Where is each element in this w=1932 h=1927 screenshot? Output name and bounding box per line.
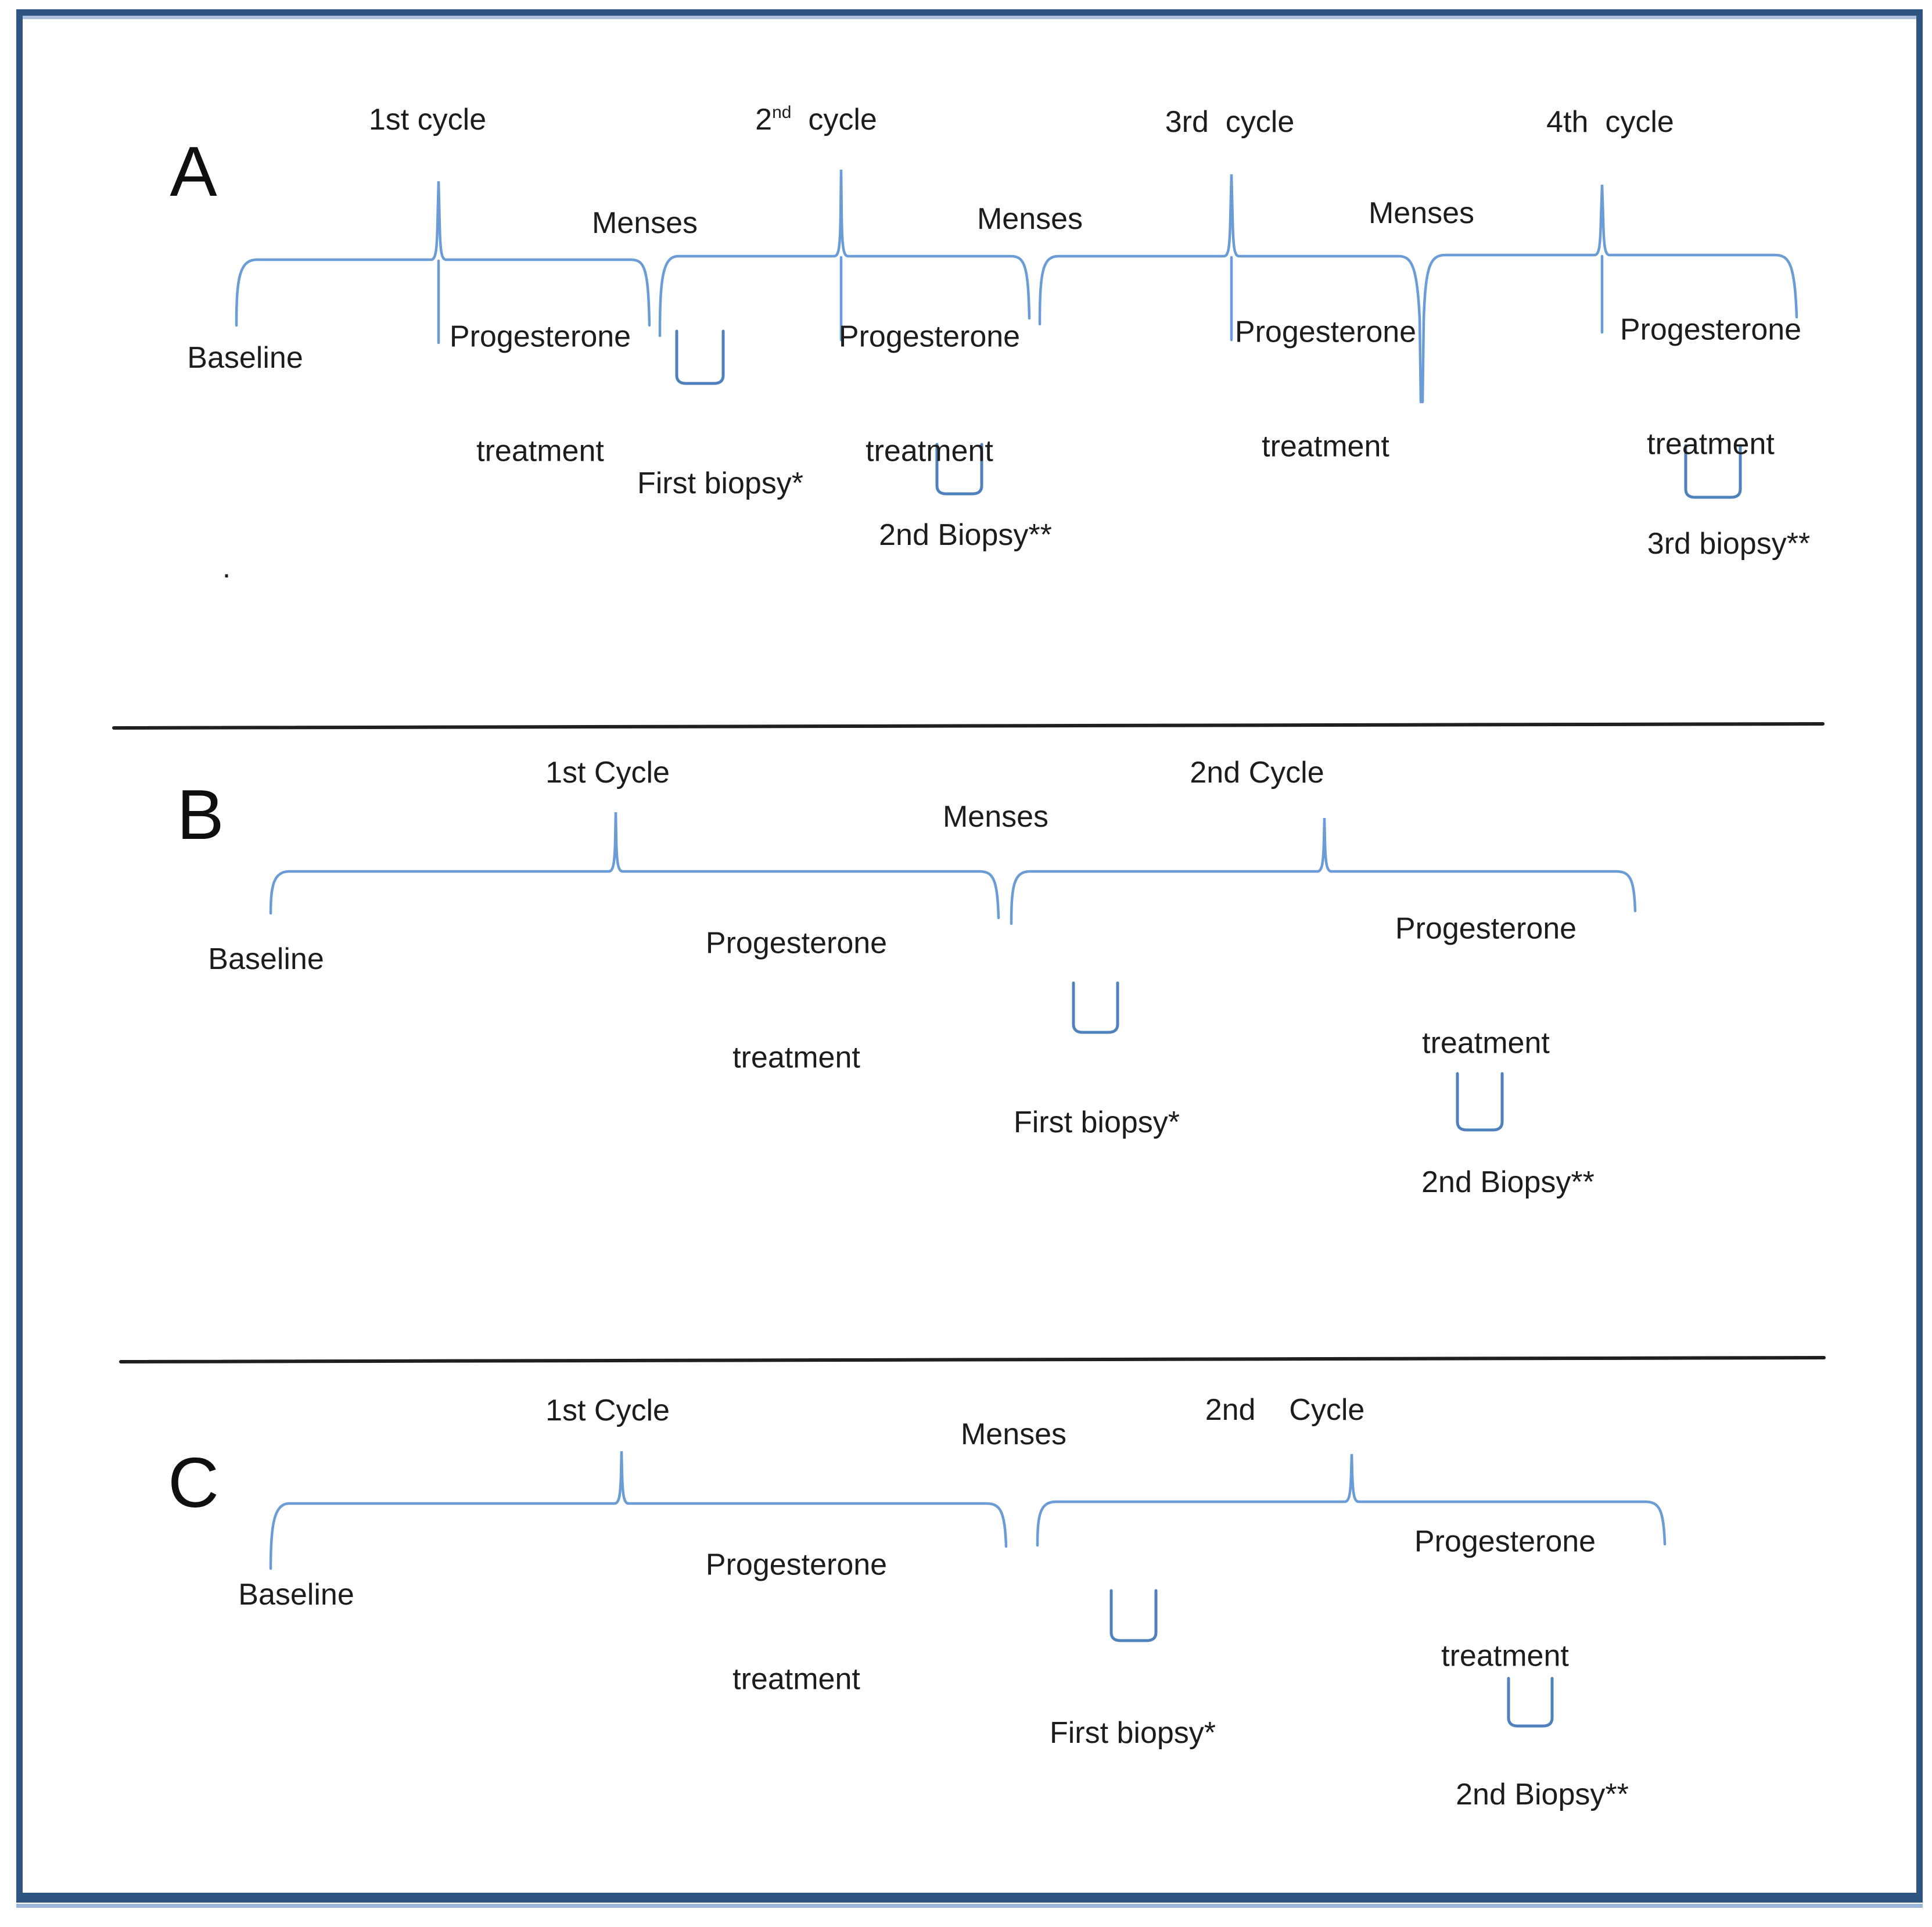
- first-biopsy-label-a: First biopsy*: [637, 467, 804, 501]
- menses-label-b: Menses: [942, 800, 1049, 834]
- treatment-line: treatment: [1441, 1639, 1569, 1673]
- third-biopsy-label-a: 3rd biopsy**: [1647, 527, 1811, 561]
- cycle4-label-a: 4th cycle: [1546, 105, 1674, 139]
- brace-cycle2-b: [1010, 817, 1637, 925]
- brace-cycle1-c: [269, 1451, 1008, 1570]
- brace-cycle4-a: [1421, 184, 1798, 404]
- cycle1-label-a: 1st cycle: [368, 103, 487, 137]
- treatment-line: treatment: [732, 1662, 860, 1696]
- progesterone-treatment-2-b: Progesterone treatment: [1395, 837, 1577, 1136]
- progesterone-line: Progesterone: [705, 1548, 888, 1582]
- cycle3-label-a: 3rd cycle: [1165, 105, 1295, 139]
- divider-a-b: [112, 722, 1825, 730]
- cycle2-label-c: 2nd Cycle: [1205, 1393, 1365, 1427]
- progesterone-treatment-2-a: Progesterone treatment: [839, 245, 1020, 544]
- treatment-line: treatment: [1647, 427, 1775, 461]
- menses2-label-a: Menses: [976, 202, 1083, 236]
- cycle2-ordinal-superscript: nd: [772, 103, 792, 123]
- first-biopsy-label-b: First biopsy*: [1013, 1106, 1180, 1140]
- biopsy-cup-third-a: [1684, 444, 1742, 499]
- progesterone-treatment-1-b: Progesterone treatment: [706, 851, 887, 1150]
- brace-cycle1-b: [269, 812, 1000, 920]
- divider-b-c: [119, 1356, 1826, 1363]
- cycle2-label-b: 2nd Cycle: [1190, 756, 1324, 790]
- biopsy-cup-first-b: [1072, 981, 1119, 1034]
- biopsy-cup-second-a: [935, 443, 983, 496]
- second-biopsy-label-a: 2nd Biopsy**: [879, 518, 1052, 552]
- progesterone-line: Progesterone: [705, 926, 888, 960]
- cycle2-label-a: 2nd cycle: [755, 103, 877, 138]
- progesterone-line: Progesterone: [449, 320, 631, 354]
- baseline-label-c: Baseline: [238, 1578, 354, 1612]
- progesterone-treatment-3-a: Progesterone treatment: [1235, 240, 1416, 539]
- stray-period: .: [222, 551, 231, 585]
- progesterone-line: Progesterone: [838, 320, 1021, 354]
- cycle1-label-c: 1st Cycle: [545, 1394, 670, 1428]
- baseline-label-a: Baseline: [187, 341, 303, 375]
- menses1-label-a: Menses: [591, 206, 698, 241]
- treatment-line: treatment: [732, 1040, 860, 1075]
- biopsy-cup-first-a: [675, 329, 725, 385]
- treatment-line: treatment: [866, 434, 993, 468]
- progesterone-line: Progesterone: [1234, 315, 1417, 349]
- menses-label-c: Menses: [960, 1418, 1067, 1452]
- first-biopsy-label-c: First biopsy*: [1049, 1716, 1216, 1750]
- panel-c-letter: C: [167, 1442, 220, 1522]
- progesterone-treatment-1-c: Progesterone treatment: [706, 1473, 887, 1772]
- figure-border-bottom-highlight: [16, 1904, 1923, 1908]
- treatment-line: treatment: [1422, 1026, 1550, 1060]
- treatment-line: treatment: [1262, 429, 1389, 464]
- cycle2-number: 2: [755, 103, 773, 137]
- panel-a-letter: A: [170, 131, 217, 211]
- biopsy-cup-second-b: [1456, 1072, 1504, 1132]
- biopsy-cup-first-c: [1109, 1589, 1158, 1642]
- brace-cycle2-c: [1036, 1454, 1667, 1547]
- progesterone-treatment-4-a: Progesterone treatment: [1620, 238, 1801, 537]
- progesterone-line: Progesterone: [1414, 1524, 1596, 1559]
- progesterone-treatment-2-c: Progesterone treatment: [1414, 1449, 1596, 1749]
- cycle1-label-b: 1st Cycle: [545, 756, 670, 790]
- panel-b-letter: B: [177, 774, 224, 854]
- progesterone-line: Progesterone: [1619, 313, 1802, 347]
- brace-cycle1-a: [235, 181, 651, 327]
- menses3-label-a: Menses: [1368, 196, 1475, 231]
- brace-cycle3-a: [1038, 174, 1423, 404]
- progesterone-line: Progesterone: [1395, 912, 1577, 946]
- second-biopsy-label-b: 2nd Biopsy**: [1421, 1165, 1595, 1200]
- brace-cycle2-a: [658, 169, 1031, 338]
- cycle2-word: cycle: [791, 103, 877, 137]
- baseline-label-b: Baseline: [208, 942, 324, 977]
- biopsy-cup-second-c: [1507, 1677, 1554, 1728]
- second-biopsy-label-c: 2nd Biopsy**: [1456, 1778, 1629, 1812]
- treatment-line: treatment: [476, 434, 604, 468]
- progesterone-treatment-1-a: Progesterone treatment: [450, 245, 631, 544]
- figure-border: [16, 9, 1923, 1903]
